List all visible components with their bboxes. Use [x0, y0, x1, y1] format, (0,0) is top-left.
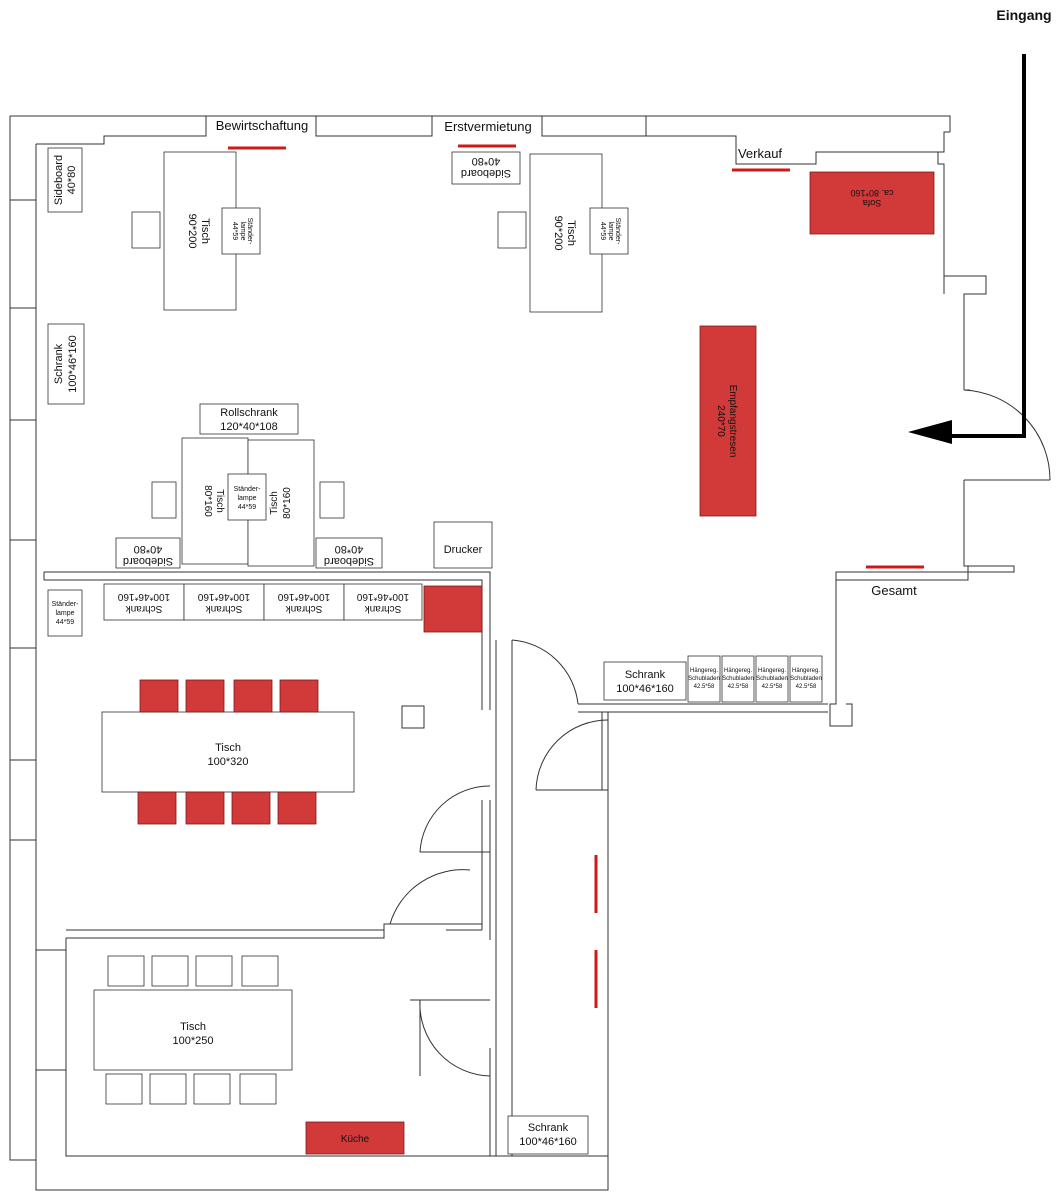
drucker-name: Drucker	[444, 544, 483, 556]
lampe-4-name2: lampe	[55, 610, 74, 617]
lampe-2-size: 44*59	[599, 222, 606, 240]
empfang-name: Empfangstresen	[727, 385, 738, 458]
sideboard-br-name: Sideboard	[324, 555, 374, 567]
tisch-meeting-size: 100*320	[208, 756, 249, 768]
schrank-left-size: 100*46*160	[67, 335, 79, 393]
kueche-name: Küche	[341, 1134, 370, 1145]
schrank-right-name: Schrank	[625, 669, 666, 681]
rollschrank-size: 120*40*108	[220, 421, 278, 433]
haengereg-3-size: 42.5*58	[762, 684, 783, 690]
haengereg-1-l2: Schubladen	[688, 676, 720, 682]
lampe-1-name2: lampe	[239, 221, 246, 240]
lampe-4-size: 44*59	[56, 619, 74, 626]
empfang-size: 240*70	[715, 405, 726, 437]
rollschrank-name: Rollschrank	[220, 407, 278, 419]
schrank-left-name: Schrank	[53, 343, 65, 384]
lampe-2-name: Ständer-	[614, 218, 621, 246]
tisch-4-name: Tisch	[269, 491, 280, 515]
haengereg-1-l1: Hängereg.	[690, 668, 718, 674]
entrance-arrow	[908, 54, 1026, 444]
tisch-2-size: 90*200	[552, 216, 564, 251]
schrank-row-2-size: 100*46*160	[197, 591, 250, 602]
haengereg-1-size: 42.5*58	[694, 684, 715, 690]
haengereg-3-l2: Schubladen	[756, 676, 788, 682]
haengereg-2-l2: Schubladen	[722, 676, 754, 682]
tisch-4-size: 80*160	[282, 487, 293, 519]
haengereg-4-l2: Schubladen	[790, 676, 822, 682]
sideboard-br-size: 40*80	[335, 543, 364, 555]
sofa-name: Sofa	[863, 198, 882, 208]
lampe-1-size: 44*59	[231, 222, 238, 240]
tisch-1-name: Tisch	[199, 218, 211, 244]
zone-label-verkauf: Verkauf	[738, 146, 782, 161]
lampe-2-name2: lampe	[607, 221, 614, 240]
tisch-1-size: 90*200	[186, 214, 198, 249]
furniture	[47, 147, 823, 1155]
schrank-right-size: 100*46*160	[616, 683, 674, 695]
sideboard-bl-name: Sideboard	[123, 555, 173, 567]
tisch-3-name: Tisch	[214, 489, 225, 513]
zone-label-gesamt: Gesamt	[871, 583, 917, 598]
entrance-label: Eingang	[996, 7, 1051, 23]
schrank-row-3-size: 100*46*160	[277, 591, 330, 602]
highlighted-furniture	[137, 171, 935, 1155]
tisch-2-name: Tisch	[565, 220, 577, 246]
haengereg-3-l1: Hängereg.	[758, 668, 786, 674]
lampe-4-name: Ständer-	[52, 601, 80, 608]
haengereg-2-size: 42.5*58	[728, 684, 749, 690]
lampe-3-name: Ständer-	[234, 486, 262, 493]
schrank-row-1-name: Schrank	[125, 603, 163, 614]
zone-label-erstvermietung: Erstvermietung	[444, 119, 531, 134]
lampe-3-name2: lampe	[237, 495, 256, 502]
tisch-3-size: 80*160	[202, 485, 213, 517]
sideboard-tm-name: Sideboard	[461, 167, 511, 179]
sideboard-bl-size: 40*80	[134, 543, 163, 555]
sideboard-tm-size: 40*80	[472, 155, 501, 167]
schrank-row-3-name: Schrank	[285, 603, 323, 614]
zone-markers	[228, 144, 924, 1008]
schrank-row-4-name: Schrank	[364, 603, 402, 614]
tisch-meeting-name: Tisch	[215, 742, 241, 754]
schrank-row-4-size: 100*46*160	[356, 591, 409, 602]
schrank-row-2-name: Schrank	[205, 603, 243, 614]
lampe-1-name: Ständer-	[246, 218, 253, 246]
haengereg-4-l1: Hängereg.	[792, 668, 820, 674]
tisch-kitchen-name: Tisch	[180, 1021, 206, 1033]
sideboard-tl-size: 40*80	[66, 166, 78, 195]
sofa-size: ca. 80*160	[850, 188, 893, 198]
schrank-bottom-name: Schrank	[528, 1122, 569, 1134]
schrank-row-1-size: 100*46*160	[117, 591, 170, 602]
haengereg-2-l1: Hängereg.	[724, 668, 752, 674]
sideboard-tl-name: Sideboard	[53, 155, 65, 205]
zone-label-bewirtschaftung: Bewirtschaftung	[216, 118, 309, 133]
schrank-bottom-size: 100*46*160	[519, 1136, 577, 1148]
lampe-3-size: 44*59	[238, 504, 256, 511]
tisch-kitchen-size: 100*250	[173, 1035, 214, 1047]
haengereg-4-size: 42.5*58	[796, 684, 817, 690]
